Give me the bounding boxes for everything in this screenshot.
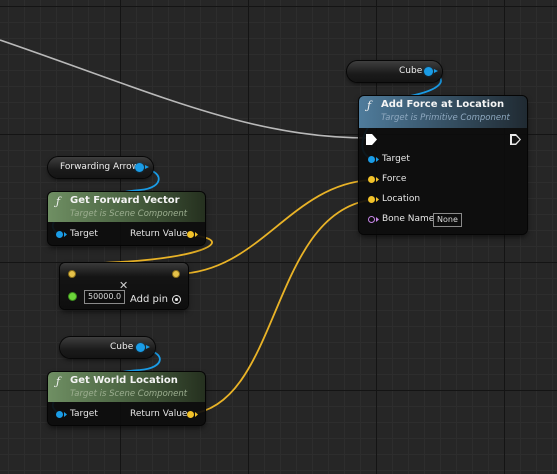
close-icon[interactable]: ✕ xyxy=(119,279,129,292)
bone-name-field[interactable]: None xyxy=(433,213,462,227)
add-force-at-location-node[interactable]: ƒ Add Force at Location Target is Primit… xyxy=(359,96,527,234)
location-to-location-wire[interactable] xyxy=(189,199,371,415)
add-pin-icon[interactable] xyxy=(172,295,181,304)
pin-arrow-icon xyxy=(146,345,150,349)
target-input-pin[interactable] xyxy=(368,156,375,163)
location-pin-label: Location xyxy=(382,194,421,204)
target-pin-label: Target xyxy=(70,229,98,239)
node-title: Get World Location xyxy=(70,375,178,386)
pin-arrow-icon xyxy=(195,232,198,237)
node-title: Get Forward Vector xyxy=(70,195,180,206)
pin-arrow-icon xyxy=(434,69,438,73)
target-input-pin[interactable] xyxy=(56,411,63,418)
target-input-pin[interactable] xyxy=(56,231,63,238)
object-output-pin[interactable] xyxy=(424,67,433,76)
location-input-pin[interactable] xyxy=(368,196,375,203)
node-subtitle: Target is Scene Component xyxy=(70,209,188,219)
add-pin-label[interactable]: Add pin xyxy=(130,294,169,305)
node-header: ƒ Get World Location Target is Scene Com… xyxy=(48,372,205,402)
function-icon: ƒ xyxy=(367,99,372,112)
cube-variable-node-bottom[interactable]: Cube xyxy=(60,337,155,358)
pin-arrow-icon xyxy=(145,165,149,169)
multiply-node[interactable]: 50000.0 ✕ Add pin xyxy=(60,263,188,309)
node-header: ƒ Add Force at Location Target is Primit… xyxy=(359,96,527,128)
multiply-to-force-wire[interactable] xyxy=(176,179,371,275)
node-subtitle: Target is Scene Component xyxy=(70,389,188,399)
vector-input-pin[interactable] xyxy=(68,270,76,278)
target-pin-label: Target xyxy=(70,409,98,419)
multiplier-field[interactable]: 50000.0 xyxy=(84,290,126,304)
node-label: Cube xyxy=(399,66,423,76)
exec-output-pin-icon[interactable] xyxy=(510,134,521,145)
pin-arrow-icon xyxy=(376,157,379,162)
function-icon: ƒ xyxy=(56,375,61,388)
pin-arrow-icon xyxy=(376,197,379,202)
cube-variable-node-top[interactable]: Cube xyxy=(347,61,442,82)
pin-arrow-icon xyxy=(376,217,379,222)
get-forward-vector-node[interactable]: ƒ Get Forward Vector Target is Scene Com… xyxy=(48,192,205,245)
bone-name-pin-label: Bone Name xyxy=(382,214,435,224)
exec-wire[interactable] xyxy=(0,39,371,139)
get-world-location-node[interactable]: ƒ Get World Location Target is Scene Com… xyxy=(48,372,205,425)
node-subtitle: Target is Primitive Component xyxy=(381,113,510,123)
function-icon: ƒ xyxy=(56,195,61,208)
pin-arrow-icon xyxy=(64,232,67,237)
pin-arrow-icon xyxy=(195,412,198,417)
pin-arrow-icon xyxy=(376,177,379,182)
node-label: Forwarding Arrow xyxy=(60,162,140,172)
force-input-pin[interactable] xyxy=(368,176,375,183)
force-pin-label: Force xyxy=(382,174,407,184)
pin-arrow-icon xyxy=(64,412,67,417)
exec-input-pin-icon[interactable] xyxy=(366,134,377,145)
object-output-pin[interactable] xyxy=(135,163,144,172)
target-pin-label: Target xyxy=(382,154,410,164)
float-input-pin[interactable] xyxy=(68,292,77,301)
forwarding-arrow-variable-node[interactable]: Forwarding Arrow xyxy=(48,157,153,178)
node-label: Cube xyxy=(110,342,134,352)
node-title: Add Force at Location xyxy=(381,99,505,110)
return-value-label: Return Value xyxy=(130,409,188,419)
return-value-output-pin[interactable] xyxy=(187,411,194,418)
vector-output-pin[interactable] xyxy=(172,270,180,278)
object-output-pin[interactable] xyxy=(136,343,145,352)
bone-name-input-pin[interactable] xyxy=(368,216,375,223)
node-header: ƒ Get Forward Vector Target is Scene Com… xyxy=(48,192,205,222)
return-value-output-pin[interactable] xyxy=(187,231,194,238)
return-value-label: Return Value xyxy=(130,229,188,239)
